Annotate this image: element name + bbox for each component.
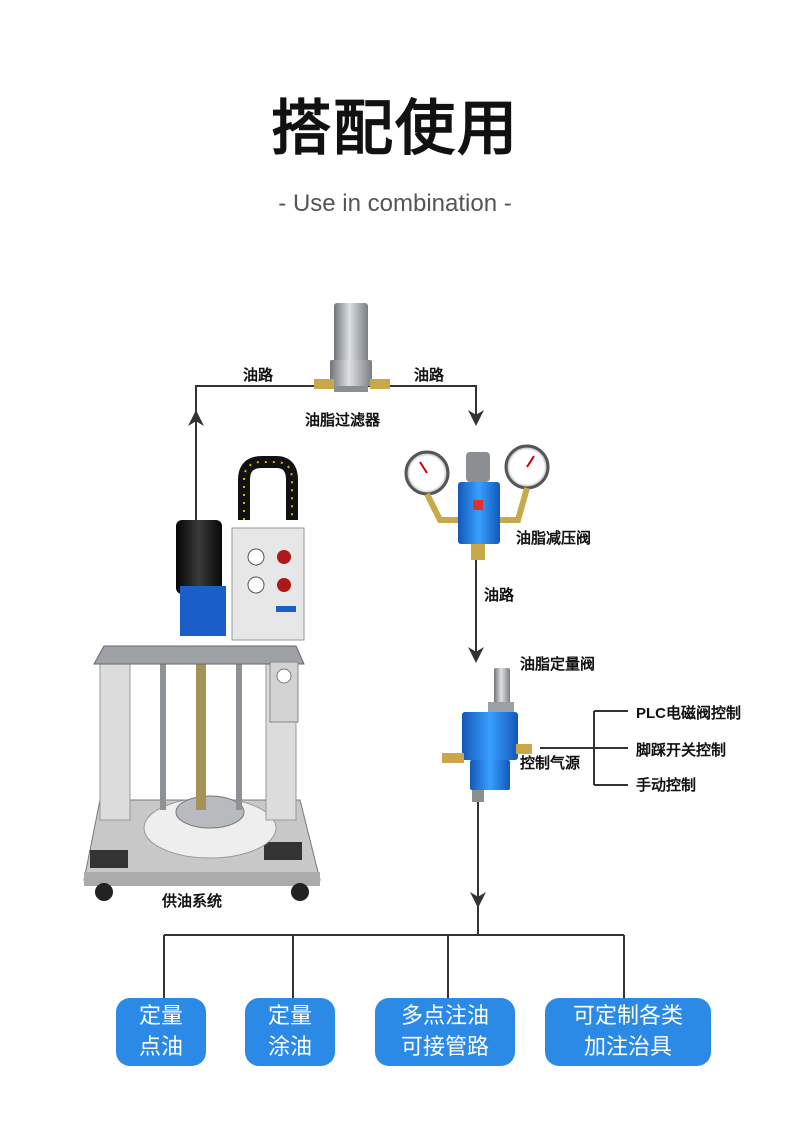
supply-system-label: 供油系统	[162, 892, 223, 910]
box-line2: 可接管路	[400, 1035, 489, 1060]
box-line2: 涂油	[267, 1035, 312, 1060]
pipe-to-reducer	[365, 385, 484, 426]
box-line2: 加注治具	[583, 1035, 672, 1060]
control-air-label: 控制气源	[520, 754, 581, 772]
oil-path-label-mid: 油路	[484, 586, 515, 604]
foot-switch-label: 脚踩开关控制	[636, 741, 727, 759]
box-line1: 定量	[138, 1004, 183, 1029]
application-box-multipoint: 多点注油 可接管路	[375, 998, 515, 1066]
flow-lines	[163, 385, 628, 998]
page-subtitle: - Use in combination -	[278, 190, 512, 217]
return-pipe	[195, 385, 318, 520]
box-line2: 点油	[138, 1035, 183, 1060]
filter-label: 油脂过滤器	[305, 411, 381, 429]
page-title: 搭配使用	[271, 94, 519, 164]
pressure-reducer-image	[404, 444, 550, 560]
box-line1: 定量	[267, 1004, 312, 1029]
oil-path-label-right: 油路	[414, 366, 445, 384]
application-box-quantitative-coating: 定量 涂油	[245, 998, 335, 1066]
reducer-label: 油脂减压阀	[516, 529, 592, 547]
box-line1: 可定制各类	[572, 1004, 683, 1029]
control-bracket	[540, 710, 628, 786]
supply-system-image	[83, 456, 321, 901]
plc-control-label: PLC电磁阀控制	[636, 705, 742, 722]
box-line1: 多点注油	[400, 1004, 489, 1029]
oil-path-label-left: 油路	[243, 366, 274, 384]
application-box-quantitative-dotting: 定量 点油	[116, 998, 206, 1066]
application-box-custom-fixtures: 可定制各类 加注治具	[545, 998, 711, 1066]
dosing-valve-label: 油脂定量阀	[520, 655, 596, 673]
grease-filter-image	[314, 303, 390, 392]
manual-control-label: 手动控制	[636, 776, 697, 794]
dosing-valve-image	[442, 668, 532, 802]
